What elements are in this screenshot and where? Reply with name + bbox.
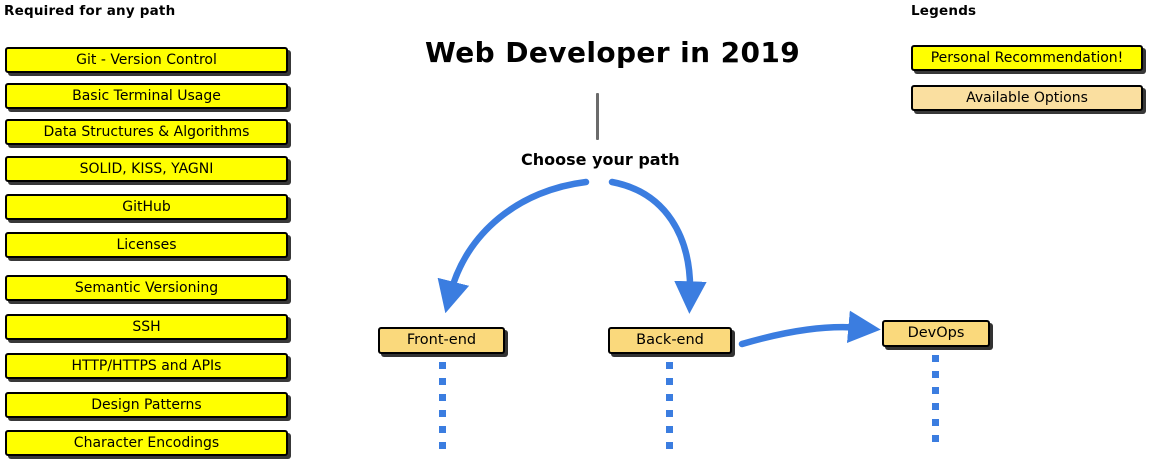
trail-dot xyxy=(439,362,446,369)
required-item-ssh[interactable]: SSH xyxy=(5,314,288,340)
arrow-backend-to-devops xyxy=(738,310,881,348)
path-node-devops[interactable]: DevOps xyxy=(882,320,990,347)
title-stem-connector xyxy=(596,93,599,140)
required-item-data-structures[interactable]: Data Structures & Algorithms xyxy=(5,119,288,145)
required-item-semantic-versioning[interactable]: Semantic Versioning xyxy=(5,275,288,301)
required-item-terminal[interactable]: Basic Terminal Usage xyxy=(5,83,288,109)
trail-dot xyxy=(932,435,939,442)
trail-dot xyxy=(932,355,939,362)
required-section-heading: Required for any path xyxy=(4,3,176,19)
page-title: Web Developer in 2019 xyxy=(425,36,801,69)
arrow-to-frontend xyxy=(437,178,590,314)
legend-available-options: Available Options xyxy=(911,85,1143,111)
required-item-solid-kiss-yagni[interactable]: SOLID, KISS, YAGNI xyxy=(5,156,288,182)
choose-your-path-label: Choose your path xyxy=(521,150,680,169)
trail-dot xyxy=(666,394,673,401)
required-item-character-encodings[interactable]: Character Encodings xyxy=(5,430,288,456)
required-item-licenses[interactable]: Licenses xyxy=(5,232,288,258)
dot-trail-backend xyxy=(666,362,673,458)
path-node-frontend[interactable]: Front-end xyxy=(378,327,505,354)
legends-section-heading: Legends xyxy=(911,3,977,19)
legend-personal-recommendation: Personal Recommendation! xyxy=(911,45,1143,71)
required-item-github[interactable]: GitHub xyxy=(5,194,288,220)
trail-dot xyxy=(932,387,939,394)
trail-dot xyxy=(666,378,673,385)
required-item-http-apis[interactable]: HTTP/HTTPS and APIs xyxy=(5,353,288,379)
dot-trail-devops xyxy=(932,355,939,451)
trail-dot xyxy=(439,394,446,401)
trail-dot xyxy=(932,371,939,378)
required-item-git[interactable]: Git - Version Control xyxy=(5,47,288,73)
trail-dot xyxy=(932,403,939,410)
trail-dot xyxy=(439,442,446,449)
trail-dot xyxy=(666,362,673,369)
arrow-to-backend xyxy=(608,178,707,314)
trail-dot xyxy=(439,378,446,385)
trail-dot xyxy=(666,442,673,449)
path-node-backend[interactable]: Back-end xyxy=(608,327,732,354)
trail-dot xyxy=(439,426,446,433)
dot-trail-frontend xyxy=(439,362,446,458)
trail-dot xyxy=(932,419,939,426)
trail-dot xyxy=(666,426,673,433)
trail-dot xyxy=(666,410,673,417)
required-item-design-patterns[interactable]: Design Patterns xyxy=(5,392,288,418)
trail-dot xyxy=(439,410,446,417)
